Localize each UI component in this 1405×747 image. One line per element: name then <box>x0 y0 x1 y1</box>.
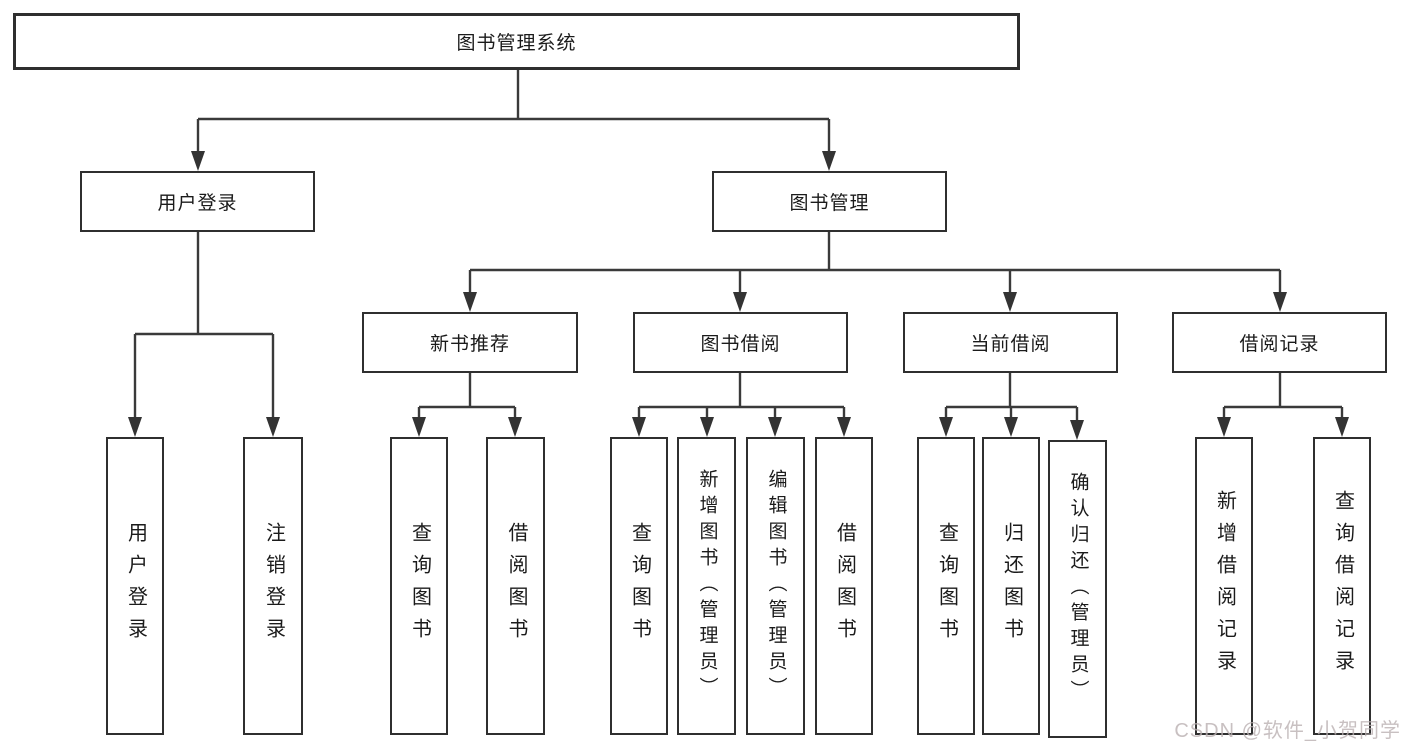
node-new-book-recommend: 新书推荐 <box>362 312 578 373</box>
arrow-down-icon <box>837 417 851 437</box>
node-book-management: 图书管理 <box>712 171 947 232</box>
node-label: 确认归还（管理员） <box>1067 472 1089 706</box>
node-bb-edit-books-admin: 编辑图书（管理员） <box>746 437 805 735</box>
node-label: 借阅图书 <box>833 522 856 650</box>
node-br-add-record: 新增借阅记录 <box>1195 437 1253 735</box>
node-br-query-record: 查询借阅记录 <box>1313 437 1371 735</box>
arrow-down-icon <box>1335 417 1349 437</box>
node-book-borrowing: 图书借阅 <box>633 312 848 373</box>
node-label: 新书推荐 <box>429 334 510 355</box>
node-label: 用户登录 <box>157 193 238 214</box>
arrow-down-icon <box>768 417 782 437</box>
arrow-down-icon <box>1273 292 1287 312</box>
node-label: 当前借阅 <box>970 334 1051 355</box>
node-borrow-records: 借阅记录 <box>1172 312 1387 373</box>
node-label: 用户登录 <box>124 522 147 650</box>
node-label: 编辑图书（管理员） <box>765 469 787 703</box>
node-label: 查询借阅记录 <box>1331 490 1354 682</box>
node-label: 注销登录 <box>262 522 285 650</box>
node-label: 新增图书（管理员） <box>696 469 718 703</box>
arrow-down-icon <box>128 417 142 437</box>
node-label: 借阅图书 <box>505 522 527 650</box>
node-label: 图书管理 <box>789 193 870 214</box>
node-label: 归还图书 <box>1000 522 1023 650</box>
arrow-down-icon <box>191 151 205 171</box>
node-cb-query-books: 查询图书 <box>917 437 975 735</box>
node-logout: 注销登录 <box>243 437 303 735</box>
node-rec-borrow-books: 借阅图书 <box>486 437 545 735</box>
node-cb-confirm-return-admin: 确认归还（管理员） <box>1048 440 1107 738</box>
node-user-login-leaf: 用户登录 <box>106 437 164 735</box>
arrow-down-icon <box>632 417 646 437</box>
arrow-down-icon <box>1004 417 1018 437</box>
node-label: 新增借阅记录 <box>1213 490 1236 682</box>
arrow-down-icon <box>1070 420 1084 440</box>
arrow-down-icon <box>733 292 747 312</box>
node-library-management-system: 图书管理系统 <box>13 13 1020 70</box>
arrow-down-icon <box>463 292 477 312</box>
node-label: 图书管理系统 <box>456 33 577 54</box>
node-bb-borrow-books: 借阅图书 <box>815 437 873 735</box>
arrow-down-icon <box>266 417 280 437</box>
watermark: CSDN @软件_小贺同学 <box>1174 720 1401 742</box>
arrow-down-icon <box>700 417 714 437</box>
arrow-down-icon <box>939 417 953 437</box>
node-label: 查询图书 <box>408 522 431 650</box>
node-user-login: 用户登录 <box>80 171 315 232</box>
arrow-down-icon <box>1003 292 1017 312</box>
arrow-down-icon <box>508 417 522 437</box>
arrow-down-icon <box>822 151 836 171</box>
arrow-down-icon <box>412 417 426 437</box>
node-cb-return-books: 归还图书 <box>982 437 1040 735</box>
node-label: 查询图书 <box>935 522 958 650</box>
node-rec-query-books: 查询图书 <box>390 437 448 735</box>
node-current-borrowing: 当前借阅 <box>903 312 1118 373</box>
node-label: 查询图书 <box>628 522 651 650</box>
arrow-down-icon <box>1217 417 1231 437</box>
node-label: 借阅记录 <box>1239 334 1320 355</box>
node-label: 图书借阅 <box>700 334 781 355</box>
node-bb-query-books: 查询图书 <box>610 437 668 735</box>
node-bb-add-books-admin: 新增图书（管理员） <box>677 437 736 735</box>
